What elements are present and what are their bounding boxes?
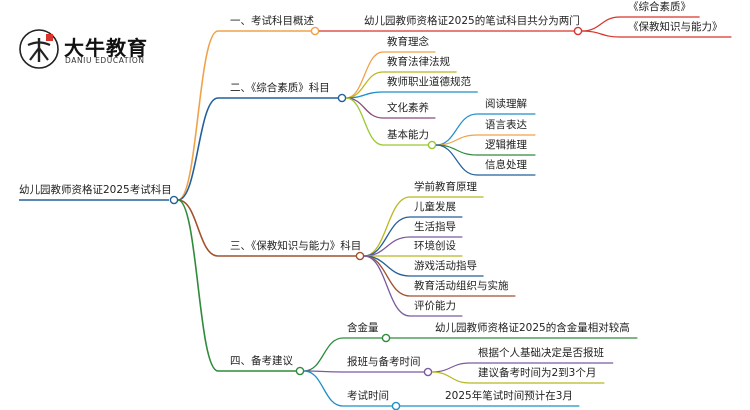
leaf-link-2-5-4 <box>435 144 478 176</box>
logo-emblem-icon <box>19 29 59 69</box>
child-dot-1-1[interactable] <box>573 26 583 36</box>
branch-link-3 <box>177 199 219 257</box>
leaf-1-1-1[interactable]: 《综合素质》 <box>628 1 691 13</box>
branch-1[interactable]: 一、考试科目概述 <box>230 15 314 27</box>
child-2-4[interactable]: 文化素养 <box>387 102 429 114</box>
child-3-6[interactable]: 教育活动组织与实施 <box>414 280 509 292</box>
leaf-4-2-1[interactable]: 根据个人基础决定是否报班 <box>478 347 604 359</box>
leaf-2-5-4[interactable]: 信息处理 <box>485 159 527 171</box>
child-dot-4-3[interactable] <box>391 401 401 410</box>
branch-dot-4[interactable] <box>295 366 305 376</box>
branch-dot-2[interactable] <box>337 93 347 103</box>
child-3-1[interactable]: 学前教育原理 <box>414 181 477 193</box>
child-1-1[interactable]: 幼儿园教师资格证2025的笔试科目共分为两门 <box>364 15 580 27</box>
leaf-4-2-2[interactable]: 建议备考时间为2到3个月 <box>478 367 597 379</box>
root-connector[interactable] <box>169 195 179 205</box>
child-2-2[interactable]: 教育法律法规 <box>387 56 450 68</box>
leaf-link-4-2-2 <box>431 371 471 384</box>
leaf-link-4-2-1 <box>431 362 471 373</box>
child-link-2-1 <box>345 51 384 99</box>
child-link-2-5 <box>345 97 384 146</box>
child-3-3[interactable]: 生活指导 <box>414 221 456 233</box>
branch-link-4 <box>177 199 219 372</box>
child-link-3-7 <box>363 255 411 317</box>
branch-3[interactable]: 三、《保教知识与能力》科目 <box>230 240 362 252</box>
branch-4[interactable]: 四、备考建议 <box>230 355 293 367</box>
child-link-4-1 <box>303 337 344 372</box>
leaf-link-1-1-2 <box>581 30 621 38</box>
child-4-1[interactable]: 含金量 <box>347 322 379 334</box>
child-link-3-2 <box>363 216 411 257</box>
logo-subtitle: DANIU EDUCATION <box>65 56 145 65</box>
leaf-2-5-1[interactable]: 阅读理解 <box>485 98 527 110</box>
leaf-1-1-2[interactable]: 《保教知识与能力》 <box>628 21 723 33</box>
child-link-3-5 <box>363 255 411 277</box>
child-link-2-4 <box>345 97 384 119</box>
leaf-4-3-1[interactable]: 2025年笔试时间预计在3月 <box>445 390 573 402</box>
child-2-3[interactable]: 教师职业道德规范 <box>387 76 471 88</box>
logo-name: 大牛教育 <box>64 36 148 60</box>
child-link-3-1 <box>363 196 411 257</box>
leaf-4-1-1[interactable]: 幼儿园教师资格证2025的含金量相对较高 <box>435 322 630 334</box>
branch-link-2 <box>177 97 219 201</box>
branch-dot-3[interactable] <box>355 251 365 261</box>
child-dot-4-1[interactable] <box>381 333 391 343</box>
root-node[interactable]: 幼儿园教师资格证2025考试科目 <box>19 184 172 196</box>
leaf-link-1-1-1 <box>581 16 621 32</box>
child-link-3-6 <box>363 255 411 297</box>
child-4-2[interactable]: 报班与备考时间 <box>347 356 421 368</box>
child-3-5[interactable]: 游戏活动指导 <box>414 260 477 272</box>
leaf-2-5-3[interactable]: 逻辑推理 <box>485 139 527 151</box>
branch-2[interactable]: 二、《综合素质》科目 <box>230 82 330 94</box>
child-2-5[interactable]: 基本能力 <box>387 129 429 141</box>
child-2-1[interactable]: 教育理念 <box>387 36 429 48</box>
child-link-4-3 <box>303 370 344 407</box>
child-3-2[interactable]: 儿童发展 <box>414 201 456 213</box>
child-3-7[interactable]: 评价能力 <box>414 300 456 312</box>
child-4-3[interactable]: 考试时间 <box>347 390 389 402</box>
branch-dot-1[interactable] <box>310 26 320 36</box>
child-dot-2-5[interactable] <box>427 140 437 150</box>
leaf-2-5-2[interactable]: 语言表达 <box>485 119 527 131</box>
child-dot-4-2[interactable] <box>423 367 433 377</box>
child-3-4[interactable]: 环境创设 <box>414 240 456 252</box>
child-link-2-3 <box>345 91 384 99</box>
branch-link-1 <box>177 30 219 201</box>
